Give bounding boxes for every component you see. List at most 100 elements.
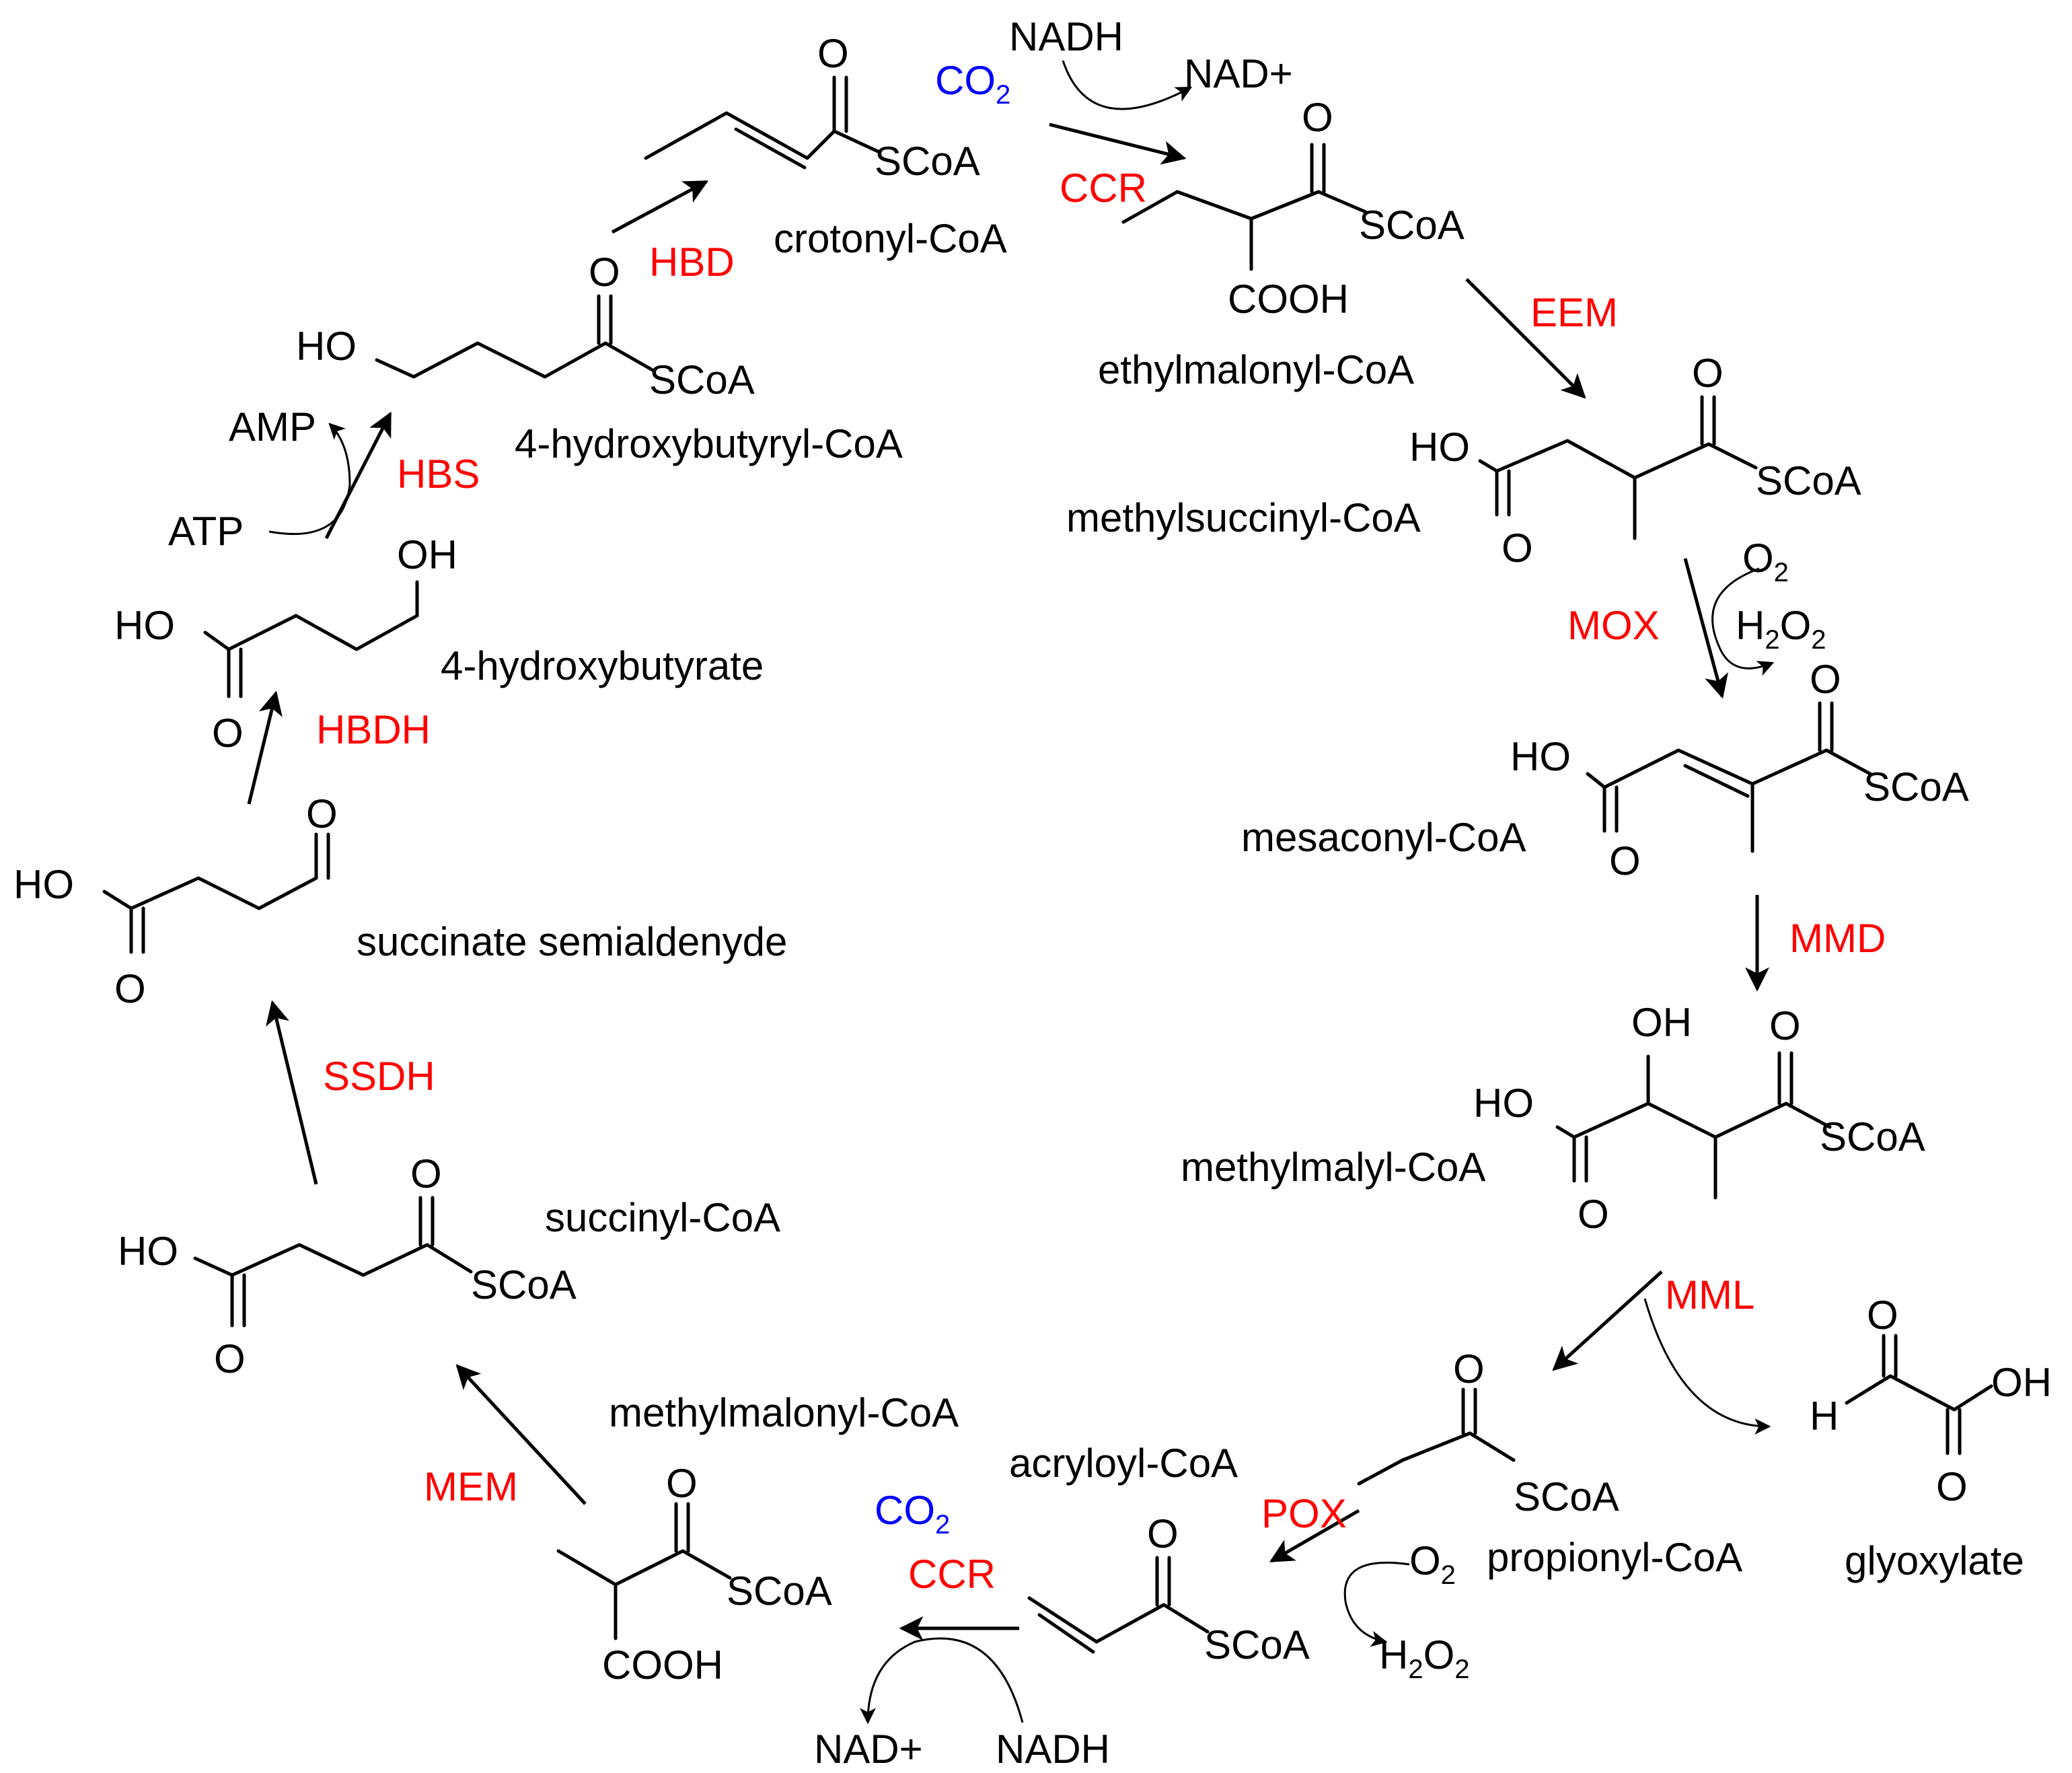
compound-mesaconyl-coa: mesaconyl-CoA <box>1241 815 1526 860</box>
atom-oh: OH <box>1631 1000 1692 1045</box>
ethylmalonyl-coa-structure: O SCoA COOH ethylmalonyl-CoA <box>1098 95 1465 392</box>
arrow-mml-glyoxylate <box>1643 1298 1771 1435</box>
atom-o: O <box>1302 95 1333 140</box>
atom-o: O <box>1936 1464 1968 1509</box>
arrow-atp-amp <box>268 423 351 536</box>
atom-ho: HO <box>13 862 74 907</box>
enzyme-pox: POX <box>1261 1491 1347 1536</box>
atom-h: H <box>1810 1394 1839 1439</box>
atom-o: O <box>1609 838 1641 883</box>
compound-crotonyl-coa: crotonyl-CoA <box>774 216 1007 261</box>
compound-methylmalonyl-coa: methylmalonyl-CoA <box>609 1390 959 1435</box>
enzyme-labels: CCR EEM MOX MMD MML POX CCR MEM SSDH HBD… <box>316 166 1886 1597</box>
atom-scoa: SCoA <box>1863 764 1969 809</box>
cofactor-nadh-top: NADH <box>1009 14 1123 59</box>
compound-succinyl-coa: succinyl-CoA <box>545 1195 780 1240</box>
arrow-eem <box>1465 278 1586 399</box>
cofactor-nad-bottom: NAD+ <box>814 1727 923 1772</box>
enzyme-ccr-bottom: CCR <box>908 1552 996 1597</box>
atom-o: O <box>1147 1511 1179 1556</box>
cofactor-nadh-bottom: NADH <box>996 1727 1110 1772</box>
atom-o: O <box>214 1336 246 1381</box>
crotonyl-coa-structure: O SCoA crotonyl-CoA <box>644 31 1007 261</box>
arrow-ssdh <box>266 1000 318 1185</box>
arrow-nadh-nad-top <box>1062 60 1193 110</box>
atom-ho: HO <box>1409 425 1470 470</box>
compound-methylmalyl-coa: methylmalyl-CoA <box>1181 1145 1485 1190</box>
atom-scoa: SCoA <box>471 1262 577 1307</box>
compound-propionyl-coa: propionyl-CoA <box>1487 1535 1742 1580</box>
succinate-semialdehyde-structure: O HO O succinate semialdenyde <box>13 791 787 1011</box>
cofactor-atp: ATP <box>168 509 244 554</box>
atom-ho: HO <box>118 1229 178 1274</box>
cofactor-co2-bottom: CO2 <box>875 1488 950 1540</box>
arrow-nadh-nad-bottom <box>860 1637 1024 1725</box>
arrow-mml <box>1552 1270 1663 1371</box>
glyoxylate-structure: O OH H O glyoxylate <box>1810 1293 2052 1583</box>
cofactor-labels: NADH NAD+ CO2 O2 H2O2 O2 H2O2 CO2 NADH N… <box>168 14 1826 1772</box>
cofactor-o2-pox: O2 <box>1409 1538 1456 1590</box>
reaction-arrows <box>247 122 1769 1640</box>
atom-o: O <box>1810 657 1841 702</box>
methylmalonyl-coa-structure: O SCoA COOH methylmalonyl-CoA <box>556 1390 959 1688</box>
atom-scoa: SCoA <box>1820 1114 1925 1159</box>
atom-o: O <box>589 250 620 295</box>
atom-oh: OH <box>1991 1360 2052 1405</box>
atom-scoa: SCoA <box>875 139 980 184</box>
cofactor-nad-top: NAD+ <box>1184 51 1293 96</box>
compound-methylsuccinyl-coa: methylsuccinyl-CoA <box>1066 495 1421 540</box>
atom-o: O <box>1867 1293 1898 1338</box>
mesaconyl-coa-structure: O HO SCoA O mesaconyl-CoA <box>1241 657 1969 883</box>
atom-ho: HO <box>1510 734 1571 779</box>
enzyme-hbd: HBD <box>649 240 735 285</box>
cofactor-amp: AMP <box>229 404 316 449</box>
hydroxybutyrate-structure: OH HO O 4-hydroxybutyrate <box>114 532 764 756</box>
compound-4-hydroxybutyrate: 4-hydroxybutyrate <box>441 643 764 688</box>
atom-o: O <box>306 791 338 836</box>
enzyme-mmd: MMD <box>1789 916 1886 961</box>
atom-scoa: SCoA <box>1204 1622 1310 1667</box>
atom-o: O <box>114 966 146 1011</box>
atom-scoa: SCoA <box>649 357 755 402</box>
acryloyl-coa-structure: O SCoA acryloyl-CoA <box>1009 1441 1310 1667</box>
atom-oh: OH <box>397 532 457 577</box>
atom-scoa: SCoA <box>727 1568 832 1614</box>
atom-o: O <box>1769 1003 1801 1048</box>
atom-scoa: SCoA <box>1359 203 1465 248</box>
atom-ho: HO <box>1473 1081 1534 1126</box>
compound-acryloyl-coa: acryloyl-CoA <box>1009 1441 1238 1486</box>
cofactor-arrows <box>268 60 1775 1725</box>
arrow-hbd <box>611 180 709 234</box>
arrow-o2-h2o2-pox <box>1343 1561 1410 1647</box>
hydroxybutyryl-coa-structure: O HO SCoA 4-hydroxybutyryl-CoA <box>296 250 903 466</box>
arrow-pox <box>1269 1509 1360 1563</box>
arrow-mox <box>1683 558 1728 699</box>
cofactor-h2o2-mox: H2O2 <box>1736 603 1826 655</box>
methylsuccinyl-coa-structure: O HO SCoA O methylsuccinyl-CoA <box>1066 351 1861 571</box>
atom-o: O <box>212 711 244 756</box>
atom-ho: HO <box>296 324 357 369</box>
atom-ho: HO <box>114 603 175 648</box>
enzyme-hbdh: HBDH <box>316 707 431 752</box>
compound-succinate-semialdehyde: succinate semialdenyde <box>357 919 787 964</box>
arrow-mem <box>455 1364 587 1505</box>
enzyme-ccr-top: CCR <box>1060 166 1147 211</box>
arrow-ccr-top <box>1049 122 1187 165</box>
atom-o: O <box>1453 1346 1485 1391</box>
compound-glyoxylate: glyoxylate <box>1845 1538 2024 1583</box>
arrow-o2-h2o2-mox <box>1711 567 1775 676</box>
atom-o: O <box>1502 526 1533 571</box>
enzyme-mml: MML <box>1665 1272 1754 1317</box>
propionyl-coa-structure: O SCoA propionyl-CoA <box>1357 1346 1742 1580</box>
methylmalyl-coa-structure: OH O HO SCoA O methylmalyl-CoA <box>1181 1000 1925 1237</box>
compound-4-hydroxybutyryl-coa: 4-hydroxybutyryl-CoA <box>515 421 903 466</box>
atom-scoa: SCoA <box>1514 1474 1619 1519</box>
cofactor-o2-mox: O2 <box>1742 536 1789 587</box>
enzyme-mox: MOX <box>1567 603 1660 648</box>
atom-o: O <box>666 1461 698 1506</box>
atom-o: O <box>1692 351 1724 396</box>
atom-o: O <box>1578 1192 1609 1237</box>
enzyme-ssdh: SSDH <box>323 1054 435 1099</box>
